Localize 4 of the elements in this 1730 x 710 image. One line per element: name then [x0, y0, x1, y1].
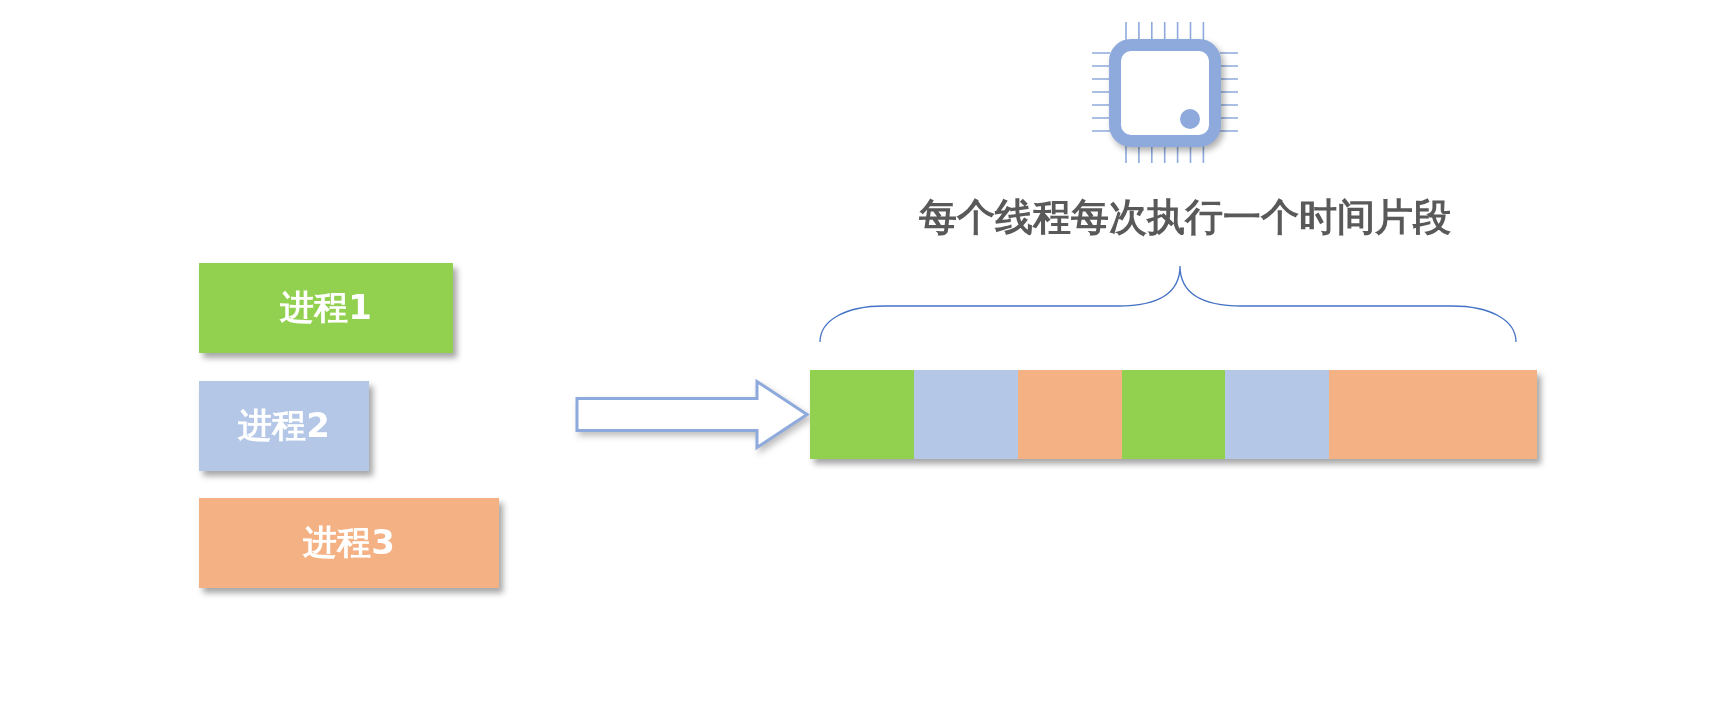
process-label: 进程1 [280, 286, 372, 329]
process-label: 进程3 [303, 521, 395, 564]
brace-label: 每个线程每次执行一个时间片段 [919, 194, 1451, 241]
process-label: 进程2 [238, 404, 330, 447]
